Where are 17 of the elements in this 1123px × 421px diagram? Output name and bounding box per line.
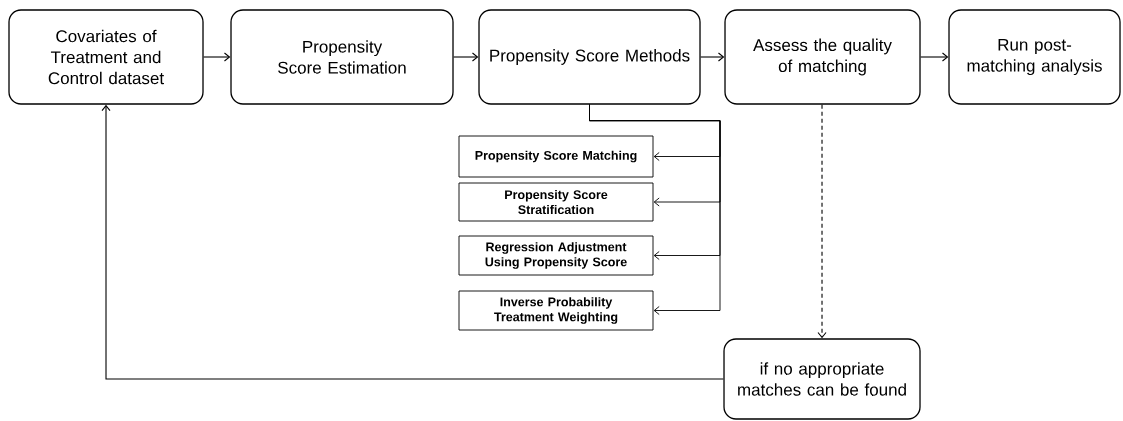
method-box: Regression Adjustment Using Propensity Score [458,235,654,276]
arrow [700,52,725,62]
process-box: Run post-matching analysis [948,9,1121,105]
method-box: Propensity Score Matching [458,135,654,178]
arrow [101,104,724,380]
arrow [817,104,827,339]
process-box: Assess the quality of matching [724,9,921,105]
arrow [920,52,949,62]
arrow [203,52,231,62]
process-box: if no appropriate matches can be found [723,338,921,420]
arrow [453,52,479,62]
process-box: Propensity Score Estimation [230,9,454,105]
arrow [589,104,721,315]
process-box: Propensity Score Methods [478,9,701,105]
process-box: Covariates of Treatment and Control dataset [8,9,204,105]
method-box: Inverse Probability Treatment Weighting [458,290,654,331]
method-box: Propensity Score Stratification [458,182,654,222]
